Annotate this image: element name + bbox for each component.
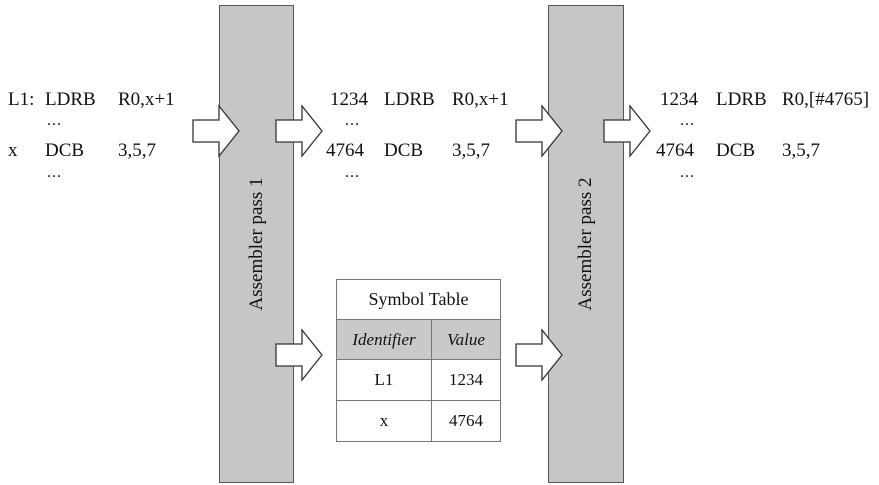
source-ellipsis-1: ... bbox=[47, 112, 62, 129]
output-addr-1: 1234 bbox=[660, 89, 698, 110]
source-op-ldrb: LDRB bbox=[45, 89, 96, 110]
symbol-identifier-cell: x bbox=[336, 400, 432, 442]
intermediate-op-2: DCB bbox=[384, 140, 424, 161]
symbol-table-header-value: Value bbox=[431, 319, 501, 360]
output-addr-2: 4764 bbox=[656, 140, 694, 161]
assembler-pass-2-label: Assembler pass 2 bbox=[575, 177, 596, 311]
symbol-identifier-cell: L1 bbox=[336, 359, 432, 401]
output-ellipsis-1: ... bbox=[680, 112, 695, 129]
output-op-2: DCB bbox=[716, 140, 756, 161]
intermediate-addr-1: 1234 bbox=[330, 89, 368, 110]
symbol-value-cell: 1234 bbox=[431, 359, 501, 401]
arrow-pass1-to-listing bbox=[275, 104, 323, 158]
arrow-listing-to-pass2 bbox=[515, 104, 563, 158]
source-arg-1: R0,x+1 bbox=[118, 89, 175, 110]
table-row: L1 1234 bbox=[336, 359, 501, 401]
assembler-pass-1-label: Assembler pass 1 bbox=[245, 177, 267, 311]
symbol-table-title: Symbol Table bbox=[336, 279, 501, 320]
source-ellipsis-2: ... bbox=[47, 164, 62, 181]
arrow-pass1-to-symbol-table bbox=[275, 328, 323, 382]
assembler-pass-1: Assembler pass 1 bbox=[219, 5, 294, 483]
intermediate-ellipsis-1: ... bbox=[345, 112, 360, 129]
output-op-1: LDRB bbox=[716, 89, 767, 110]
table-row: x 4764 bbox=[336, 400, 501, 442]
output-ellipsis-2: ... bbox=[680, 164, 695, 181]
intermediate-arg-1: R0,x+1 bbox=[452, 89, 509, 110]
intermediate-arg-2: 3,5,7 bbox=[452, 140, 490, 161]
output-arg-2: 3,5,7 bbox=[782, 140, 820, 161]
arrow-symbol-table-to-pass2 bbox=[515, 328, 563, 382]
intermediate-op-1: LDRB bbox=[384, 89, 435, 110]
symbol-table-header-identifier: Identifier bbox=[336, 319, 432, 360]
intermediate-ellipsis-2: ... bbox=[345, 164, 360, 181]
assembler-pass-2: Assembler pass 2 bbox=[548, 5, 624, 483]
intermediate-addr-2: 4764 bbox=[326, 140, 364, 161]
output-arg-1: R0,[#4765] bbox=[782, 89, 870, 110]
symbol-value-cell: 4764 bbox=[431, 400, 501, 442]
source-op-dcb: DCB bbox=[45, 140, 85, 161]
source-label-l1: L1: bbox=[8, 89, 35, 110]
source-arg-2: 3,5,7 bbox=[118, 140, 156, 161]
symbol-table: Symbol Table Identifier Value L1 1234 x … bbox=[336, 279, 501, 442]
source-label-x: x bbox=[8, 140, 18, 161]
arrow-pass2-to-output bbox=[603, 104, 651, 158]
arrow-source-to-pass1 bbox=[192, 104, 240, 158]
